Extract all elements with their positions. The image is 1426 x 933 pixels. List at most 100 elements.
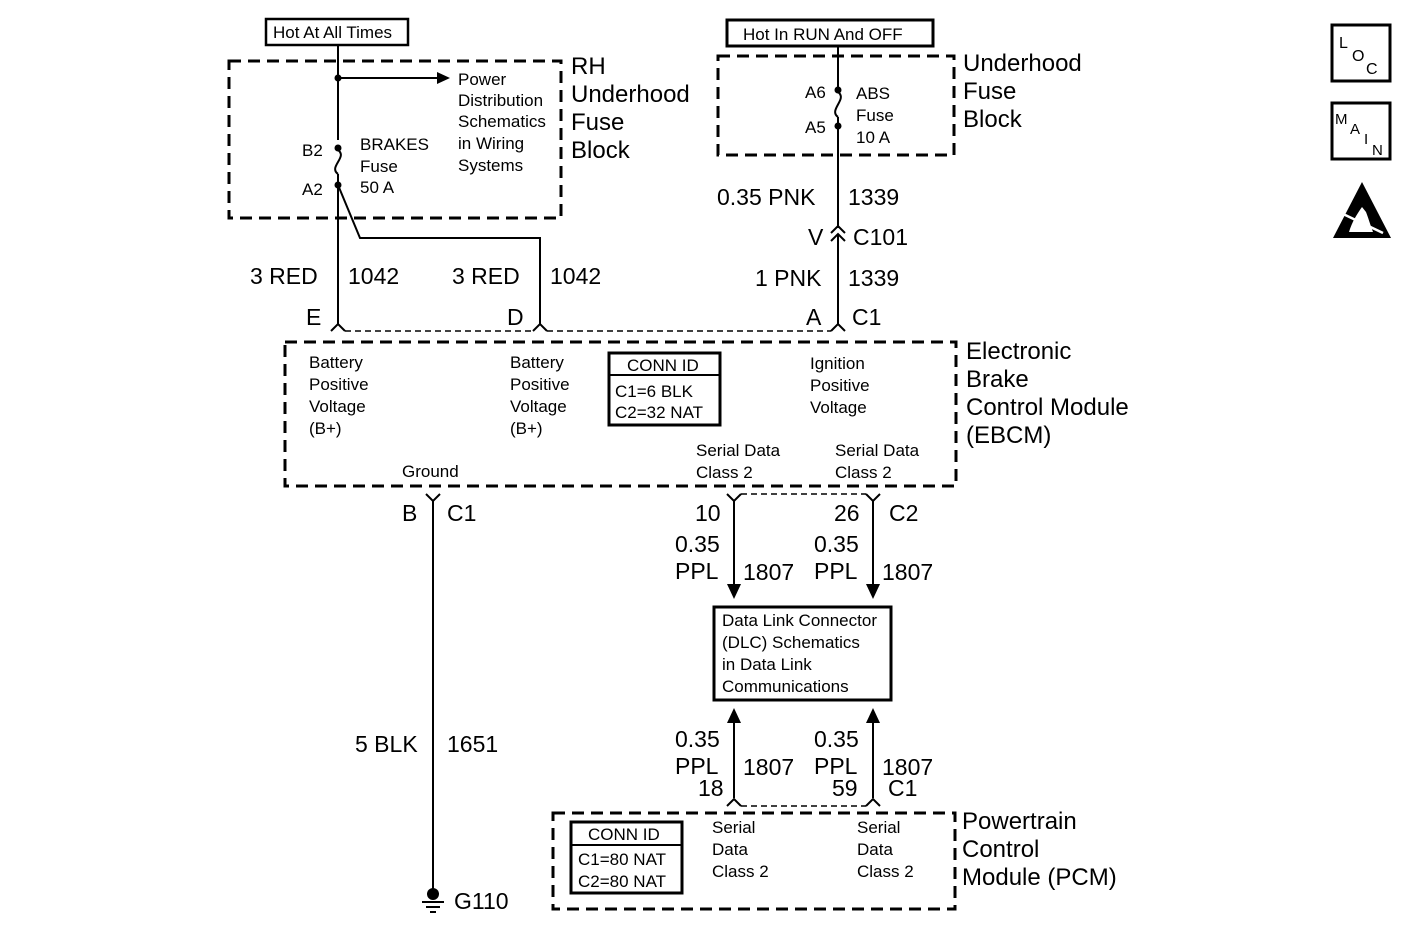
connector-26-chevron — [865, 493, 881, 503]
abs-fuse-line1: ABS — [856, 84, 890, 103]
ebcm-ign-line1: Ignition — [810, 354, 865, 373]
arrow-down-icon — [727, 584, 741, 599]
svg-text:L: L — [1339, 35, 1348, 52]
ebcm-bplus-1-line1: Battery — [309, 353, 363, 372]
underhood-fuse-block-line1: Underhood — [963, 50, 1082, 77]
pcm-serial-2-line3: Class 2 — [857, 862, 914, 881]
ebcm-name-line4: (EBCM) — [966, 422, 1051, 449]
pin-b-label: B — [402, 500, 417, 526]
arrow-up-icon — [866, 708, 880, 723]
pin-b2-label: B2 — [302, 141, 323, 160]
connector-18-chevron — [726, 797, 742, 807]
pcm-serial-2-line2: Data — [857, 840, 893, 859]
circuit-1339-top-label: 1339 — [848, 184, 899, 210]
pcm-conn-id-box — [569, 820, 684, 895]
ebcm-bplus-2-line2: Positive — [510, 375, 570, 394]
connector-b-chevron — [425, 493, 441, 503]
svg-text:M: M — [1335, 111, 1348, 128]
conn-c1-pcm-label: C1 — [888, 775, 917, 801]
wire-ppl-color-4: PPL — [814, 753, 858, 779]
esd-warning-icon — [1333, 182, 1391, 238]
ebcm-name-line2: Brake — [966, 366, 1029, 393]
pin-d-label: D — [507, 304, 524, 330]
power-dist-line5: Systems — [458, 156, 523, 175]
wire-ppl-gauge-3: 0.35 — [675, 726, 720, 752]
pcm-name-line2: Control — [962, 836, 1039, 863]
ground-icon — [422, 888, 444, 913]
pcm-name-line1: Powertrain — [962, 808, 1077, 835]
pin-a6-dot — [834, 86, 842, 94]
wire-ppl-gauge-2: 0.35 — [814, 531, 859, 557]
svg-text:O: O — [1352, 48, 1364, 65]
ebcm-name-line1: Electronic — [966, 338, 1071, 365]
circuit-1651-label: 1651 — [447, 731, 498, 757]
pin-59-label: 59 — [832, 775, 858, 801]
ground-g110-label: G110 — [454, 888, 509, 914]
wire-ppl-gauge-4: 0.35 — [814, 726, 859, 752]
circuit-1042-d-label: 1042 — [550, 263, 601, 289]
ebcm-ign-line2: Positive — [810, 376, 870, 395]
conn-v-label: V — [808, 224, 824, 250]
ebcm-name-line3: Control Module — [966, 394, 1129, 421]
circuit-1807-4: 1807 — [882, 754, 933, 780]
loc-icon[interactable]: L O C — [1330, 23, 1392, 83]
ebcm-conn-id-line1: C1=6 BLK — [615, 382, 694, 401]
power-dist-line2: Distribution — [458, 91, 543, 110]
wire-ppl-color-3: PPL — [675, 753, 719, 779]
connector-a-chevron — [830, 322, 846, 332]
brakes-fuse-line1: BRAKES — [360, 135, 429, 154]
wire-pnk-1-label: 1 PNK — [755, 265, 822, 291]
connector-59-chevron — [865, 797, 881, 807]
brakes-fuse-line3: 50 A — [360, 178, 395, 197]
arrow-right-icon — [437, 72, 450, 84]
connector-10-chevron — [726, 493, 742, 503]
connector-c101-chevron-top — [830, 224, 846, 234]
pcm-serial-1-line1: Serial — [712, 818, 755, 837]
wire-red-d-label: 3 RED — [452, 263, 520, 289]
ebcm-ign-line3: Voltage — [810, 398, 867, 417]
dlc-line4: Communications — [722, 677, 849, 696]
power-dist-line1: Power — [458, 70, 507, 89]
main-icon[interactable]: M A I N — [1330, 101, 1392, 161]
conn-c2-label: C2 — [889, 500, 918, 526]
ebcm-conn-id-title: CONN ID — [627, 356, 699, 375]
pin-10-label: 10 — [695, 500, 721, 526]
rh-fuse-block-line2: Underhood — [571, 81, 690, 108]
circuit-1042-e-label: 1042 — [348, 263, 399, 289]
circuit-1807-3: 1807 — [743, 754, 794, 780]
pin-a2-label: A2 — [302, 180, 323, 199]
abs-fuse-symbol — [834, 91, 842, 118]
wire-pnk-035-label: 0.35 PNK — [717, 184, 816, 210]
ebcm-bplus-2-line3: Voltage — [510, 397, 567, 416]
arrow-up-icon — [727, 708, 741, 723]
ebcm-conn-id-box — [607, 351, 722, 427]
underhood-fuse-block-line2: Fuse — [963, 78, 1016, 105]
wire-ppl-color-1: PPL — [675, 558, 719, 584]
wire-red-e-label: 3 RED — [250, 263, 318, 289]
rh-fuse-block-line3: Fuse — [571, 109, 624, 136]
hot-in-run-off-box — [725, 18, 935, 48]
pcm-outline — [551, 811, 957, 911]
dlc-line1: Data Link Connector — [722, 611, 877, 630]
dlc-line3: in Data Link — [722, 655, 812, 674]
rh-fuse-block-line4: Block — [571, 137, 631, 164]
circuit-1807-2: 1807 — [882, 559, 933, 585]
wire-1042-d — [337, 184, 541, 325]
arrow-down-icon — [866, 584, 880, 599]
svg-text:C: C — [1366, 61, 1378, 78]
pin-26-label: 26 — [834, 500, 860, 526]
ebcm-conn-id-line2: C2=32 NAT — [615, 403, 703, 422]
hot-in-run-off-label: Hot In RUN And OFF — [743, 25, 903, 44]
conn-c1-ground-label: C1 — [447, 500, 476, 526]
pcm-conn-id-line1: C1=80 NAT — [578, 850, 666, 869]
pin-b2-dot — [334, 144, 342, 152]
ebcm-bplus-2-line4: (B+) — [510, 419, 543, 438]
ebcm-serial-1-line2: Class 2 — [696, 463, 753, 482]
hot-at-all-times-label: Hot At All Times — [273, 23, 392, 42]
svg-text:N: N — [1372, 142, 1383, 159]
wire-blk-label: 5 BLK — [355, 731, 418, 757]
ebcm-serial-1-line1: Serial Data — [696, 441, 781, 460]
wire-ppl-color-2: PPL — [814, 558, 858, 584]
pin-a5-label: A5 — [805, 118, 826, 137]
brakes-fuse-line2: Fuse — [360, 157, 398, 176]
